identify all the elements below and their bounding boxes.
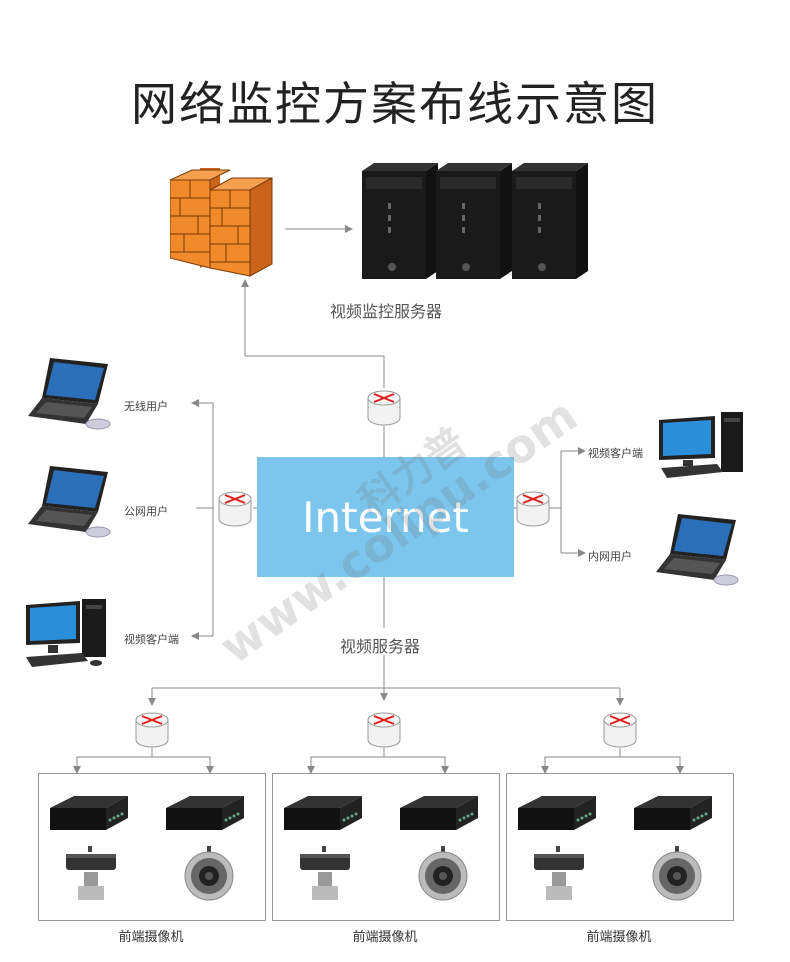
left-public-user-label: 公网用户 — [124, 505, 168, 518]
laptop-icon — [28, 358, 111, 430]
nvr-box-icon — [284, 796, 362, 830]
router-icon — [218, 491, 252, 527]
router-icon — [603, 712, 637, 748]
video-server-label: 视频服务器 — [340, 637, 421, 656]
bullet-camera-icon — [300, 846, 350, 900]
router-icon — [367, 390, 401, 426]
nvr-box-icon — [400, 796, 478, 830]
router-icon — [367, 712, 401, 748]
left-video-client-label: 视频客户端 — [124, 633, 179, 646]
front-camera-label-3: 前端摄像机 — [586, 930, 652, 945]
nvr-box-icon — [50, 796, 128, 830]
laptop-icon — [28, 466, 111, 538]
front-camera-label-2: 前端摄像机 — [352, 930, 418, 945]
nvr-box-icon — [166, 796, 244, 830]
right-video-client-label: 视频客户端 — [588, 447, 643, 460]
internet-label: Internet — [302, 492, 469, 542]
firewall-icon — [170, 168, 273, 277]
bullet-camera-icon — [66, 846, 116, 900]
router-icon — [135, 712, 169, 748]
laptop-icon — [656, 514, 739, 586]
left-wireless-user-label: 无线用户 — [124, 400, 168, 413]
right-intranet-user-label: 内网用户 — [588, 550, 632, 563]
video-monitor-server-label: 视频监控服务器 — [330, 302, 443, 321]
nvr-box-icon — [518, 796, 596, 830]
bullet-camera-icon — [534, 846, 584, 900]
nvr-box-icon — [634, 796, 712, 830]
router-icon — [516, 491, 550, 527]
desktop-pc-icon — [26, 599, 106, 667]
front-camera-label-1: 前端摄像机 — [118, 930, 184, 945]
internet-cloud: Internet — [257, 457, 514, 577]
dome-camera-icon — [418, 846, 468, 901]
server-tower-icon — [362, 163, 588, 279]
dome-camera-icon — [652, 846, 702, 901]
dome-camera-icon — [184, 846, 234, 901]
page-title: 网络监控方案布线示意图 — [131, 77, 659, 131]
desktop-pc-icon — [659, 412, 743, 478]
